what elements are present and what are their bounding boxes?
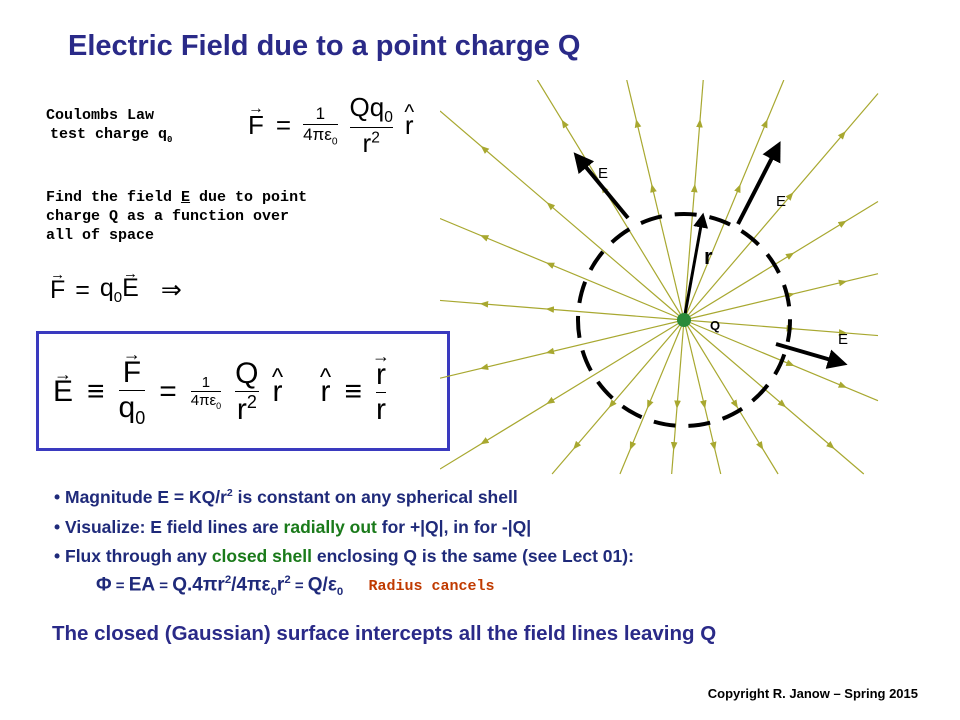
radius-vector bbox=[682, 212, 709, 321]
field-line-arrowhead bbox=[545, 262, 555, 269]
force-relation: F = q0E ⇒ bbox=[50, 274, 182, 306]
field-arrow-upper-right bbox=[736, 141, 781, 225]
field-line-arrowhead bbox=[546, 202, 556, 211]
radius-cancels-note: Radius cancels bbox=[368, 578, 495, 596]
field-line bbox=[683, 319, 865, 475]
field-line-arrowhead bbox=[480, 235, 490, 242]
field-line bbox=[440, 319, 685, 379]
flux-equation: Φ = EA = Q.4πr2/4πε0r2 = Q/ε0 Radius can… bbox=[96, 574, 495, 599]
point-charge bbox=[677, 313, 691, 327]
field-line bbox=[683, 319, 779, 475]
field-line-arrowhead bbox=[761, 119, 768, 129]
coulomb-charge-fraction: Qq0 r2 bbox=[349, 92, 393, 159]
field-line bbox=[551, 319, 685, 475]
bullet-magnitude: • Magnitude E = KQ/r2 is constant on any… bbox=[54, 487, 518, 507]
point-charge-field-diagram: E E E r Q bbox=[440, 80, 879, 475]
field-line-arrowhead bbox=[837, 131, 846, 140]
field-line-arrowhead bbox=[546, 396, 556, 405]
field-line-arrowhead bbox=[730, 399, 738, 409]
bullet-visualize: • Visualize: E field lines are radially … bbox=[54, 517, 532, 537]
coulomb-constant-fraction: 1 4πε0 bbox=[303, 103, 338, 148]
field-line-arrowhead bbox=[480, 437, 490, 445]
def-E: E bbox=[53, 375, 73, 409]
field-line bbox=[440, 299, 685, 321]
gaussian-surface bbox=[576, 212, 792, 428]
field-line-arrowhead bbox=[573, 440, 582, 450]
field-line-arrowhead bbox=[608, 399, 617, 408]
field-line bbox=[440, 110, 685, 321]
coulomb-label-line2: test charge q0 bbox=[50, 126, 173, 145]
conclusion-text: The closed (Gaussian) surface intercepts… bbox=[52, 622, 717, 645]
field-line bbox=[440, 319, 685, 470]
field-line-arrowhead bbox=[734, 184, 741, 194]
field-arrow-right bbox=[775, 342, 848, 369]
label-Q: Q bbox=[710, 318, 720, 333]
field-line-arrowhead bbox=[480, 145, 490, 154]
def-F-over-q: F q0 bbox=[118, 356, 146, 429]
def-rhat: r bbox=[321, 375, 331, 409]
field-line-arrowhead bbox=[785, 252, 795, 260]
def-r-over-r: r r bbox=[376, 358, 387, 427]
field-line-arrowhead bbox=[647, 399, 654, 409]
find-field-text: Find the field E due to point charge Q a… bbox=[46, 189, 308, 244]
field-line-arrowhead bbox=[561, 119, 569, 129]
field-lines bbox=[440, 80, 879, 475]
field-line-arrowhead bbox=[837, 220, 847, 228]
field-line bbox=[671, 319, 685, 475]
def-constant-fraction: 1 4πε0 bbox=[190, 373, 222, 411]
field-line bbox=[619, 319, 685, 475]
field-line bbox=[683, 80, 704, 321]
field-line bbox=[683, 80, 785, 321]
field-line-arrowhead bbox=[785, 359, 795, 366]
label-E-right: E bbox=[838, 331, 848, 348]
label-E-upper-left: E bbox=[598, 165, 608, 182]
field-line-arrowhead bbox=[837, 381, 847, 388]
field-line bbox=[626, 80, 685, 321]
coulomb-rhat: r bbox=[405, 110, 414, 141]
field-line-arrowhead bbox=[785, 192, 794, 201]
field-definition-box: E ≡ F q0 = 1 4πε0 Q r2 r r ≡ r r bbox=[36, 331, 450, 451]
coulomb-F: F bbox=[248, 110, 264, 141]
field-line-arrowhead bbox=[756, 440, 764, 450]
field-arrow-upper-left bbox=[573, 152, 630, 220]
field-line-arrowhead bbox=[629, 441, 637, 451]
def-Q-over-r2: Q r2 bbox=[235, 357, 259, 426]
field-line bbox=[683, 273, 879, 321]
coulomb-label: Coulombs Law test charge q0 bbox=[46, 106, 172, 150]
field-line bbox=[440, 217, 685, 321]
label-r: r bbox=[704, 244, 713, 269]
coulomb-equation: F = 1 4πε0 Qq0 r2 r bbox=[248, 92, 414, 159]
bullet-flux: • Flux through any closed shell enclosin… bbox=[54, 546, 634, 566]
label-E-upper-right: E bbox=[776, 193, 786, 210]
field-line-arrowhead bbox=[777, 399, 787, 408]
field-line bbox=[683, 319, 722, 475]
copyright-text: Copyright R. Janow – Spring 2015 bbox=[707, 686, 918, 701]
page-title: Electric Field due to a point charge Q bbox=[68, 30, 581, 62]
coulomb-equals: = bbox=[275, 110, 292, 141]
coulomb-label-line1: Coulombs Law bbox=[46, 107, 155, 124]
field-line-arrowhead bbox=[826, 440, 835, 450]
